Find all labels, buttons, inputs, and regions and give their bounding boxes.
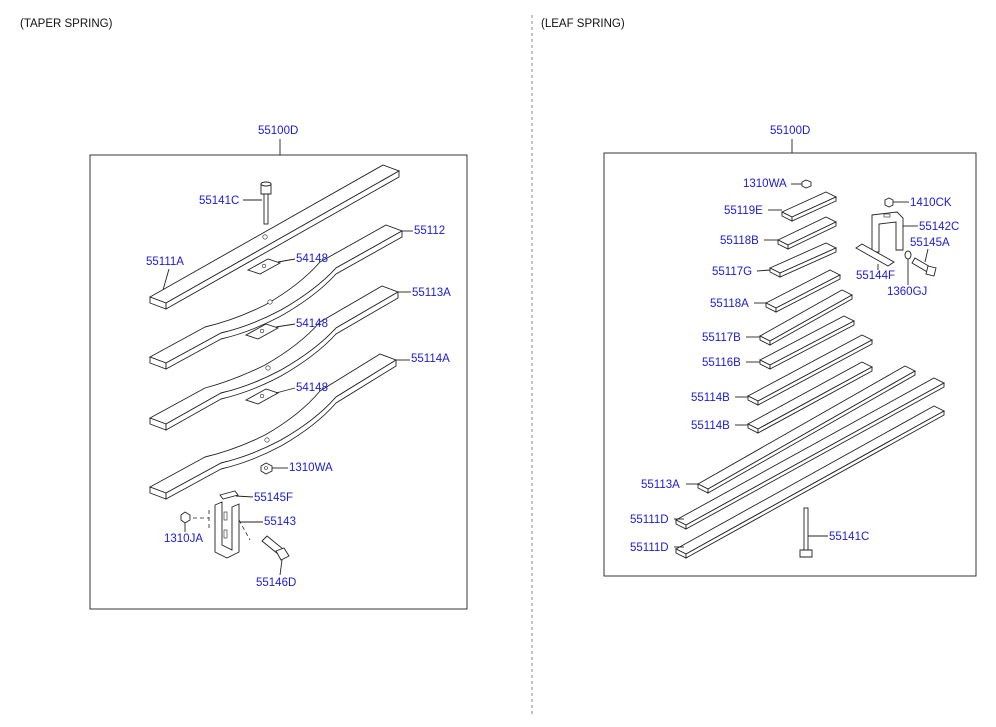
label-55118A[interactable]: 55118A xyxy=(710,298,749,310)
label-55145F[interactable]: 55145F xyxy=(254,492,293,504)
leaf-nut-icon[interactable] xyxy=(801,179,812,189)
leaf-plates[interactable] xyxy=(675,191,945,559)
label-1310WA-leaf[interactable]: 1310WA xyxy=(743,178,787,190)
taper-clip-bolt-icon[interactable] xyxy=(261,535,290,561)
label-54148-c[interactable]: 54148 xyxy=(296,382,328,394)
label-55114B-a[interactable]: 55114B xyxy=(691,392,730,404)
leaf-washer-icon[interactable] xyxy=(904,250,912,260)
label-1360GJ[interactable]: 1360GJ xyxy=(887,286,927,298)
label-55114B-b[interactable]: 55114B xyxy=(691,420,730,432)
label-1310WA-taper[interactable]: 1310WA xyxy=(289,462,333,474)
label-55117B[interactable]: 55117B xyxy=(702,332,741,344)
leaf-clip-bolt-icon[interactable] xyxy=(911,257,937,277)
taper-spring-title: (TAPER SPRING) xyxy=(20,18,113,30)
taper-assembly-label[interactable]: 55100D xyxy=(258,125,298,137)
leaf-assembly-label[interactable]: 55100D xyxy=(770,125,810,137)
label-55112[interactable]: 55112 xyxy=(414,225,445,237)
leaf-clip-icon[interactable] xyxy=(871,211,904,253)
taper-pad-1[interactable] xyxy=(246,258,282,275)
label-55117G[interactable]: 55117G xyxy=(712,266,752,278)
label-1410CK[interactable]: 1410CK xyxy=(910,197,952,209)
taper-pad-2[interactable] xyxy=(244,323,280,340)
label-55111A[interactable]: 55111A xyxy=(146,256,184,268)
label-55145A[interactable]: 55145A xyxy=(910,237,950,249)
label-54148-b[interactable]: 54148 xyxy=(296,318,328,330)
label-55113A[interactable]: 55113A xyxy=(412,287,451,299)
label-55111D-a[interactable]: 55111D xyxy=(630,514,669,526)
taper-spring-group: 55100D 55141C 55111A xyxy=(89,125,468,610)
taper-clip-icon[interactable] xyxy=(214,501,240,559)
leaf-clip-nut-icon[interactable] xyxy=(884,197,894,208)
taper-leaf-top[interactable] xyxy=(148,164,401,310)
leaf-assembly-frame xyxy=(603,152,977,577)
taper-nut-icon[interactable] xyxy=(260,462,273,475)
taper-bolt-icon[interactable] xyxy=(260,181,272,225)
taper-pad-3[interactable] xyxy=(244,388,280,405)
label-55111D-b[interactable]: 55111D xyxy=(630,542,669,554)
label-55141C[interactable]: 55141C xyxy=(199,195,239,207)
label-55142C[interactable]: 55142C xyxy=(919,221,959,233)
leaf-spring-title: (LEAF SPRING) xyxy=(541,18,625,30)
leaf-clip-pin-icon[interactable] xyxy=(855,243,895,267)
label-54148-a[interactable]: 54148 xyxy=(296,253,328,265)
label-55116B[interactable]: 55116B xyxy=(702,357,741,369)
taper-pin-icon[interactable] xyxy=(219,490,239,500)
label-55119E[interactable]: 55119E xyxy=(724,205,763,217)
label-55143[interactable]: 55143 xyxy=(264,516,296,528)
label-55113A-leaf[interactable]: 55113A xyxy=(641,479,680,491)
label-55114A[interactable]: 55114A xyxy=(411,353,450,365)
taper-assembly-frame xyxy=(89,154,468,610)
label-1310JA[interactable]: 1310JA xyxy=(164,533,203,545)
leaf-center-bolt-icon[interactable] xyxy=(799,507,813,558)
leaf-spring-group: 55100D 1310WA xyxy=(603,125,977,577)
label-55146D[interactable]: 55146D xyxy=(256,577,296,589)
label-55141C-leaf[interactable]: 55141C xyxy=(829,531,869,543)
label-55144F[interactable]: 55144F xyxy=(856,270,895,282)
taper-clip-nut-icon[interactable] xyxy=(180,511,191,524)
label-55118B[interactable]: 55118B xyxy=(720,235,759,247)
